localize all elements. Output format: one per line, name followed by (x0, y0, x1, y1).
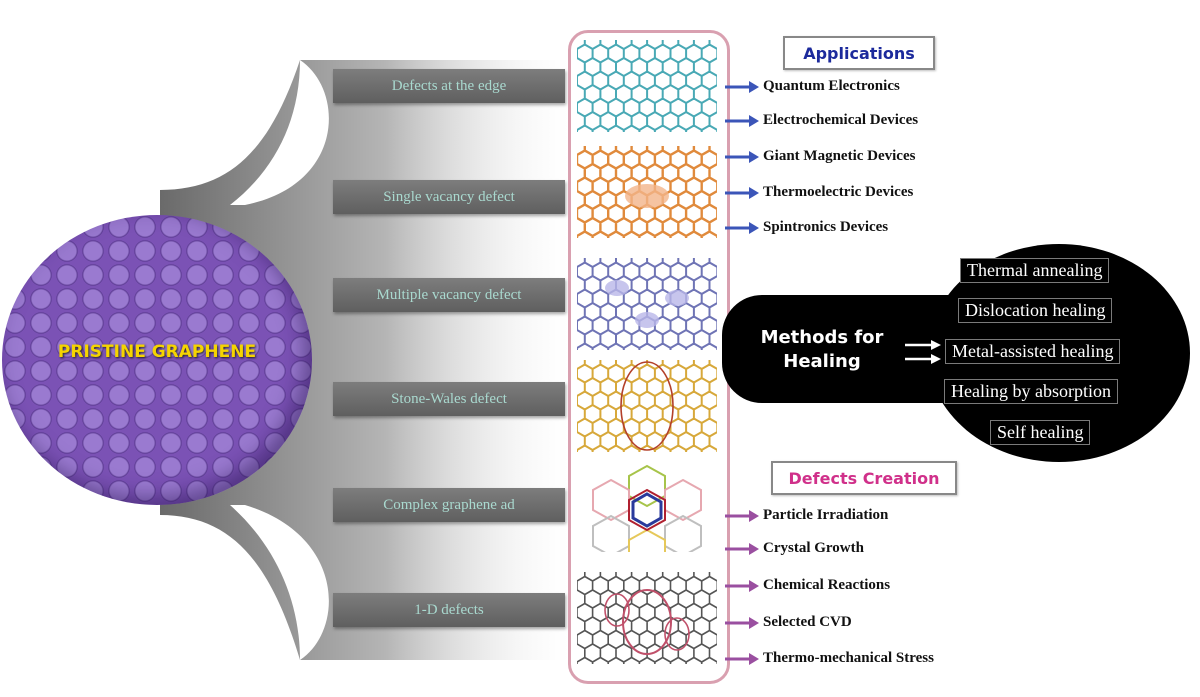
healing-item-dislocation: Dislocation healing (958, 298, 1113, 323)
healing-heading-line1: Methods for (760, 327, 884, 348)
defects-creation-heading: Defects Creation (771, 461, 957, 495)
double-arrow-icon (905, 340, 941, 364)
defect-label-single-vacancy: Single vacancy defect (333, 180, 565, 214)
application-label: Quantum Electronics (763, 78, 900, 94)
creation-label: Crystal Growth (763, 540, 864, 556)
lattice-edge-defect (577, 40, 717, 132)
healing-heading-line2: Healing (783, 351, 861, 372)
pristine-graphene-title: PRISTINE GRAPHENE (57, 342, 257, 362)
arrow-right-icon (725, 186, 759, 199)
arrow-right-icon (725, 652, 759, 665)
healing-item-absorption: Healing by absorption (944, 379, 1118, 404)
application-item: Giant Magnetic Devices (725, 148, 915, 165)
lattice-single-vacancy (577, 146, 717, 238)
healing-heading: Methods for Healing (752, 326, 892, 374)
application-label: Electrochemical Devices (763, 112, 919, 128)
arrow-right-icon (725, 616, 759, 629)
application-item: Thermoelectric Devices (725, 184, 913, 201)
funnel-cutout-top (230, 60, 329, 205)
creation-item: Thermo-mechanical Stress (725, 650, 934, 667)
defect-label-complex: Complex graphene ad (333, 488, 565, 522)
lattice-multiple-vacancy (577, 258, 717, 350)
arrow-right-icon (725, 579, 759, 592)
arrow-right-icon (725, 509, 759, 522)
lattice-svg-stone-wales (577, 360, 717, 452)
creation-item: Particle Irradiation (725, 507, 888, 524)
applications-heading: Applications (783, 36, 935, 70)
lattice-svg-1d (577, 572, 717, 664)
healing-item-self: Self healing (990, 420, 1091, 445)
application-label: Thermoelectric Devices (763, 184, 914, 200)
pristine-graphene-sphere: PRISTINE GRAPHENE (2, 215, 312, 505)
defect-label-multiple-vacancy: Multiple vacancy defect (333, 278, 565, 312)
lattice-svg-multiple-vacancy (577, 258, 717, 350)
arrow-right-icon (725, 80, 759, 93)
creation-item: Crystal Growth (725, 540, 864, 557)
healing-item-thermal-annealing: Thermal annealing (960, 258, 1110, 283)
funnel-cutout-bottom (230, 505, 329, 660)
creation-item: Chemical Reactions (725, 577, 890, 594)
arrow-right-icon (725, 114, 759, 127)
lattice-svg-complex (592, 464, 702, 552)
lattice-frame (568, 30, 730, 684)
lattice-complex (577, 460, 717, 552)
creation-label: Selected CVD (763, 614, 852, 630)
creation-item: Selected CVD (725, 614, 852, 631)
arrow-right-icon (725, 150, 759, 163)
defect-label-edge: Defects at the edge (333, 69, 565, 103)
application-label: Spintronics Devices (763, 219, 889, 235)
defect-label-1d: 1-D defects (333, 593, 565, 627)
arrow-right-icon (725, 221, 759, 234)
application-item: Electrochemical Devices (725, 112, 918, 129)
lattice-svg-single-vacancy (577, 146, 717, 238)
application-item: Quantum Electronics (725, 78, 900, 95)
defect-label-stone-wales: Stone-Wales defect (333, 382, 565, 416)
creation-label: Particle Irradiation (763, 507, 889, 523)
creation-label: Thermo-mechanical Stress (763, 650, 934, 666)
arrow-right-icon (725, 542, 759, 555)
lattice-stone-wales (577, 360, 717, 452)
lattice-1d-defect (577, 572, 717, 664)
application-label: Giant Magnetic Devices (763, 148, 916, 164)
healing-item-metal-assisted: Metal-assisted healing (945, 339, 1121, 364)
lattice-svg-edge (577, 40, 717, 132)
application-item: Spintronics Devices (725, 219, 888, 236)
creation-label: Chemical Reactions (763, 577, 891, 593)
